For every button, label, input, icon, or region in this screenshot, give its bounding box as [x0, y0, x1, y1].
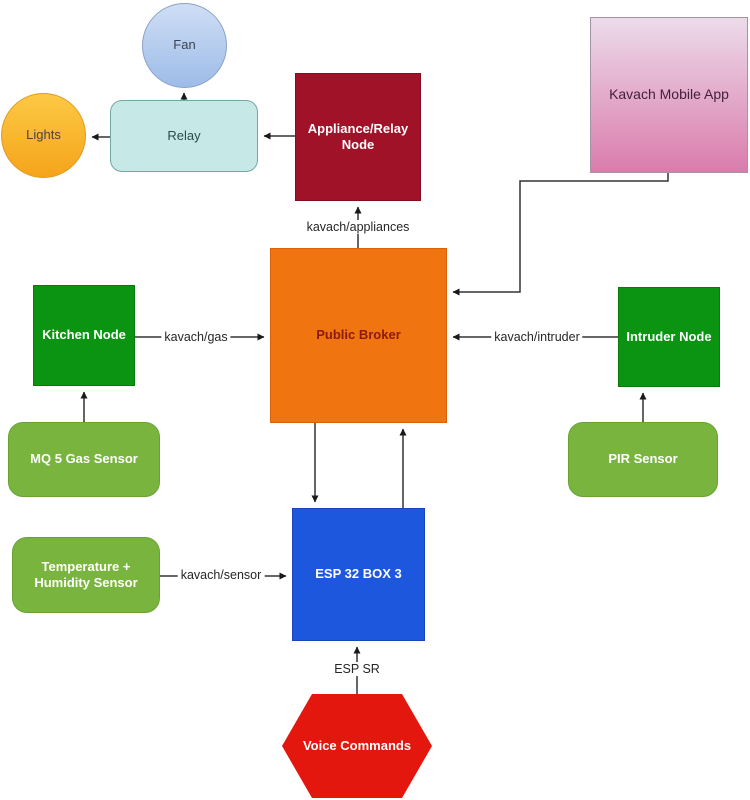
node-relay-label: Relay — [167, 127, 201, 143]
node-esp32-box3: ESP 32 BOX 3 — [292, 508, 425, 641]
edge-label-kavach-appliances: kavach/appliances — [303, 220, 413, 234]
node-lights: Lights — [1, 93, 86, 178]
node-esp32-box3-label: ESP 32 BOX 3 — [315, 566, 402, 582]
node-voice-commands: Voice Commands — [282, 694, 432, 798]
node-intruder-label: Intruder Node — [626, 328, 712, 344]
edge-label-esp-sr: ESP SR — [331, 662, 383, 676]
edge-label-kavach-intruder: kavach/intruder — [491, 330, 583, 344]
node-fan: Fan — [142, 3, 227, 88]
node-kavach-mobile-app: Kavach Mobile App — [590, 17, 748, 173]
node-kitchen: Kitchen Node — [33, 285, 135, 386]
node-temp-humidity-sensor: Temperature + Humidity Sensor — [12, 537, 160, 613]
node-appliance-relay-label: Appliance/Relay Node — [307, 120, 409, 152]
edge-mobile-app-to-broker — [452, 173, 669, 296]
node-mq5-gas-sensor: MQ 5 Gas Sensor — [8, 422, 160, 497]
edge-label-kavach-gas: kavach/gas — [161, 330, 231, 344]
node-temp-humidity-sensor-label: Temperature + Humidity Sensor — [34, 558, 138, 590]
node-pir-sensor-label: PIR Sensor — [608, 451, 678, 467]
edge-label-kavach-sensor: kavach/sensor — [177, 568, 265, 582]
node-fan-label: Fan — [173, 37, 196, 53]
node-intruder: Intruder Node — [618, 287, 720, 387]
node-public-broker: Public Broker — [270, 248, 447, 423]
node-appliance-relay: Appliance/Relay Node — [295, 73, 421, 201]
node-pir-sensor: PIR Sensor — [568, 422, 718, 497]
node-relay: Relay — [110, 100, 258, 172]
node-public-broker-label: Public Broker — [316, 327, 401, 343]
node-kitchen-label: Kitchen Node — [42, 327, 126, 343]
node-kavach-mobile-app-label: Kavach Mobile App — [609, 86, 729, 103]
node-mq5-gas-sensor-label: MQ 5 Gas Sensor — [30, 451, 138, 467]
node-lights-label: Lights — [26, 127, 61, 143]
node-voice-commands-label: Voice Commands — [302, 737, 412, 753]
